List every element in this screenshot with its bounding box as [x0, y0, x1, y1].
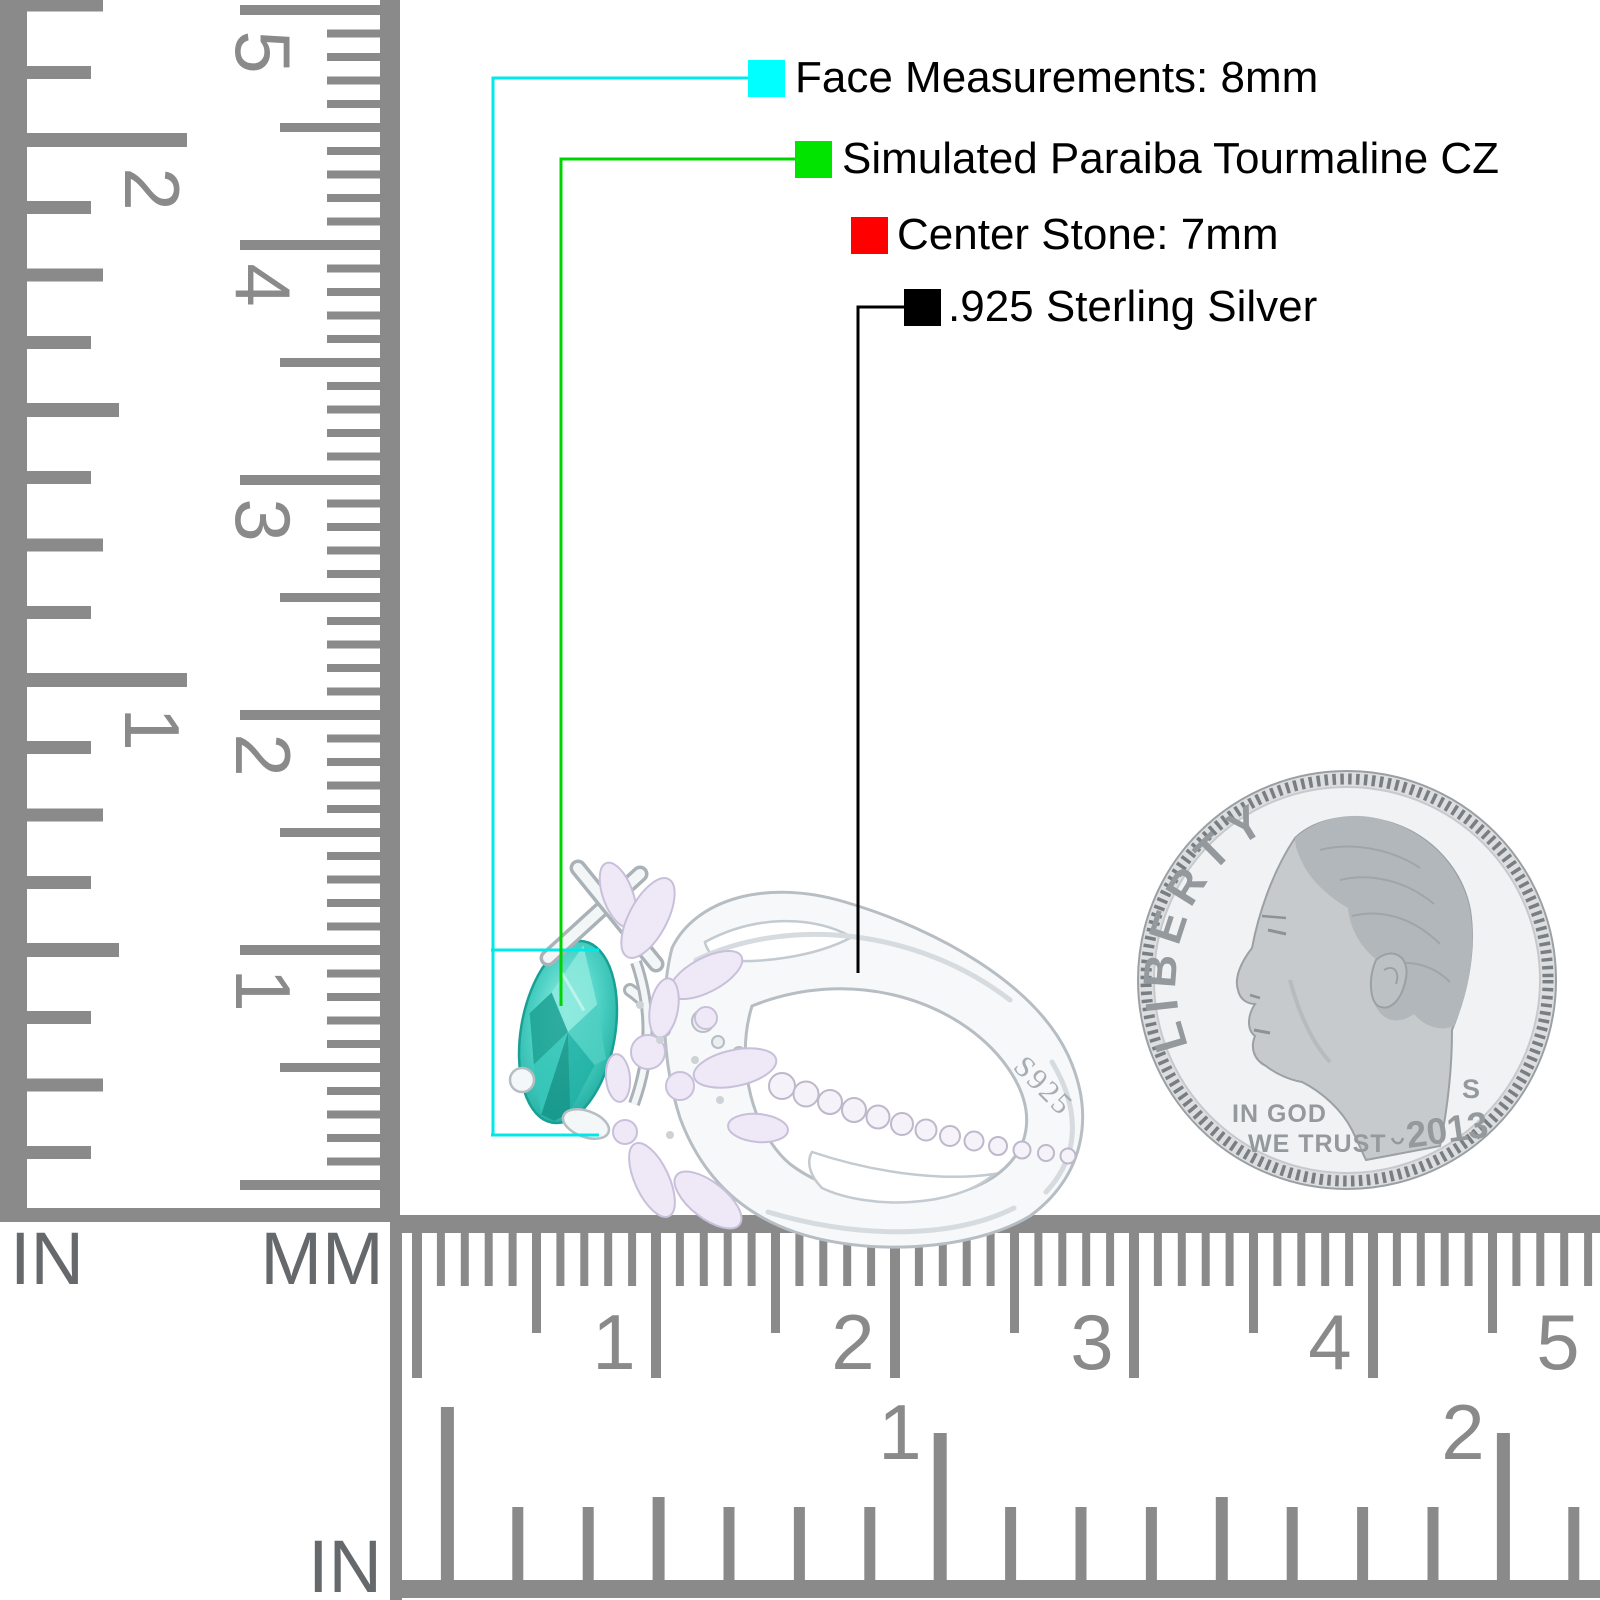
stone-material-leader — [559, 157, 795, 1006]
pave-stones — [768, 1072, 1077, 1165]
cm-numeral: 5 — [219, 30, 307, 73]
face-measurement-leader — [491, 76, 750, 1135]
band-shading — [693, 931, 1075, 1235]
band-window-lower — [808, 1150, 998, 1204]
ruler-bar — [380, 0, 400, 1222]
cheek-shading — [1288, 979, 1332, 1064]
left-mm-unit-label: MM — [260, 1217, 383, 1300]
coin-mint-mark: S — [1462, 1074, 1480, 1104]
left-inch-unit-label: IN — [10, 1217, 84, 1300]
left-mm-ruler: 5 4 3 2 1 — [219, 0, 400, 1222]
bottom-mm-ticks — [412, 1233, 1593, 1378]
cm-numeral: 5 — [1536, 1298, 1579, 1386]
cluster-prong-dots — [636, 1001, 724, 1139]
ruler-bar — [390, 1580, 1600, 1598]
face-features — [1249, 914, 1287, 1035]
annotation-legend: Face Measurements: 8mm Simulated Paraiba… — [748, 53, 1499, 331]
ring: S925 — [508, 859, 1085, 1249]
dime-coin: LIBERTY IN GOD WE TRUST S 2013 — [1133, 770, 1557, 1190]
inch-numeral: 2 — [108, 167, 196, 210]
color-swatch-metal — [904, 289, 941, 326]
inch-numeral: 1 — [878, 1388, 921, 1476]
ear-inner-line — [1383, 966, 1399, 985]
coin-motto-line2: WE TRUST — [1248, 1130, 1387, 1158]
ruler-bar — [390, 1215, 402, 1600]
cm-numeral: 2 — [219, 733, 307, 776]
color-swatch-stone-material — [795, 141, 832, 178]
cz-cluster — [598, 861, 789, 1230]
vertical-rulers-bottom-edge — [0, 1208, 400, 1222]
annotation-metal: .925 Sterling Silver — [948, 282, 1317, 331]
color-swatch-face — [748, 60, 785, 97]
designer-initials-mark — [1390, 1137, 1405, 1145]
metal-leader — [856, 305, 904, 973]
roosevelt-portrait — [1235, 815, 1473, 1162]
cm-numeral: 1 — [219, 968, 307, 1011]
coin-motto-line1: IN GOD — [1232, 1100, 1327, 1128]
annotation-stone-material: Simulated Paraiba Tourmaline CZ — [842, 134, 1499, 183]
inch-numeral: 2 — [1441, 1388, 1484, 1476]
cm-numeral: 2 — [831, 1298, 874, 1386]
left-inch-ticks — [27, 0, 187, 1159]
bottom-ruler: 1 2 3 4 5 1 2 IN — [308, 1215, 1600, 1600]
color-swatch-center-stone — [851, 217, 888, 254]
left-mm-ticks — [240, 5, 380, 1190]
annotation-face-measurements: Face Measurements: 8mm — [795, 53, 1318, 102]
portrait-hair — [1295, 815, 1473, 1029]
cm-numeral: 4 — [219, 263, 307, 306]
portrait-ear — [1370, 952, 1408, 1009]
bottom-inch-unit-label: IN — [308, 1525, 382, 1600]
leader-lines — [491, 76, 904, 1137]
ruler-bar — [0, 0, 27, 1210]
coin-reeded-edge — [1140, 773, 1554, 1187]
inch-numeral: 1 — [108, 707, 196, 750]
stone-sparkle — [560, 972, 586, 1012]
left-inch-ruler: 2 1 — [0, 0, 196, 1210]
cm-numeral: 3 — [219, 498, 307, 541]
center-stone — [517, 939, 619, 1125]
cm-numeral: 3 — [1070, 1298, 1113, 1386]
bottom-inch-ticks — [440, 1407, 1580, 1583]
annotation-center-stone: Center Stone: 7mm — [897, 210, 1279, 259]
cm-numeral: 4 — [1308, 1298, 1351, 1386]
cm-numeral: 1 — [592, 1298, 635, 1386]
stone-facets — [529, 945, 606, 1121]
